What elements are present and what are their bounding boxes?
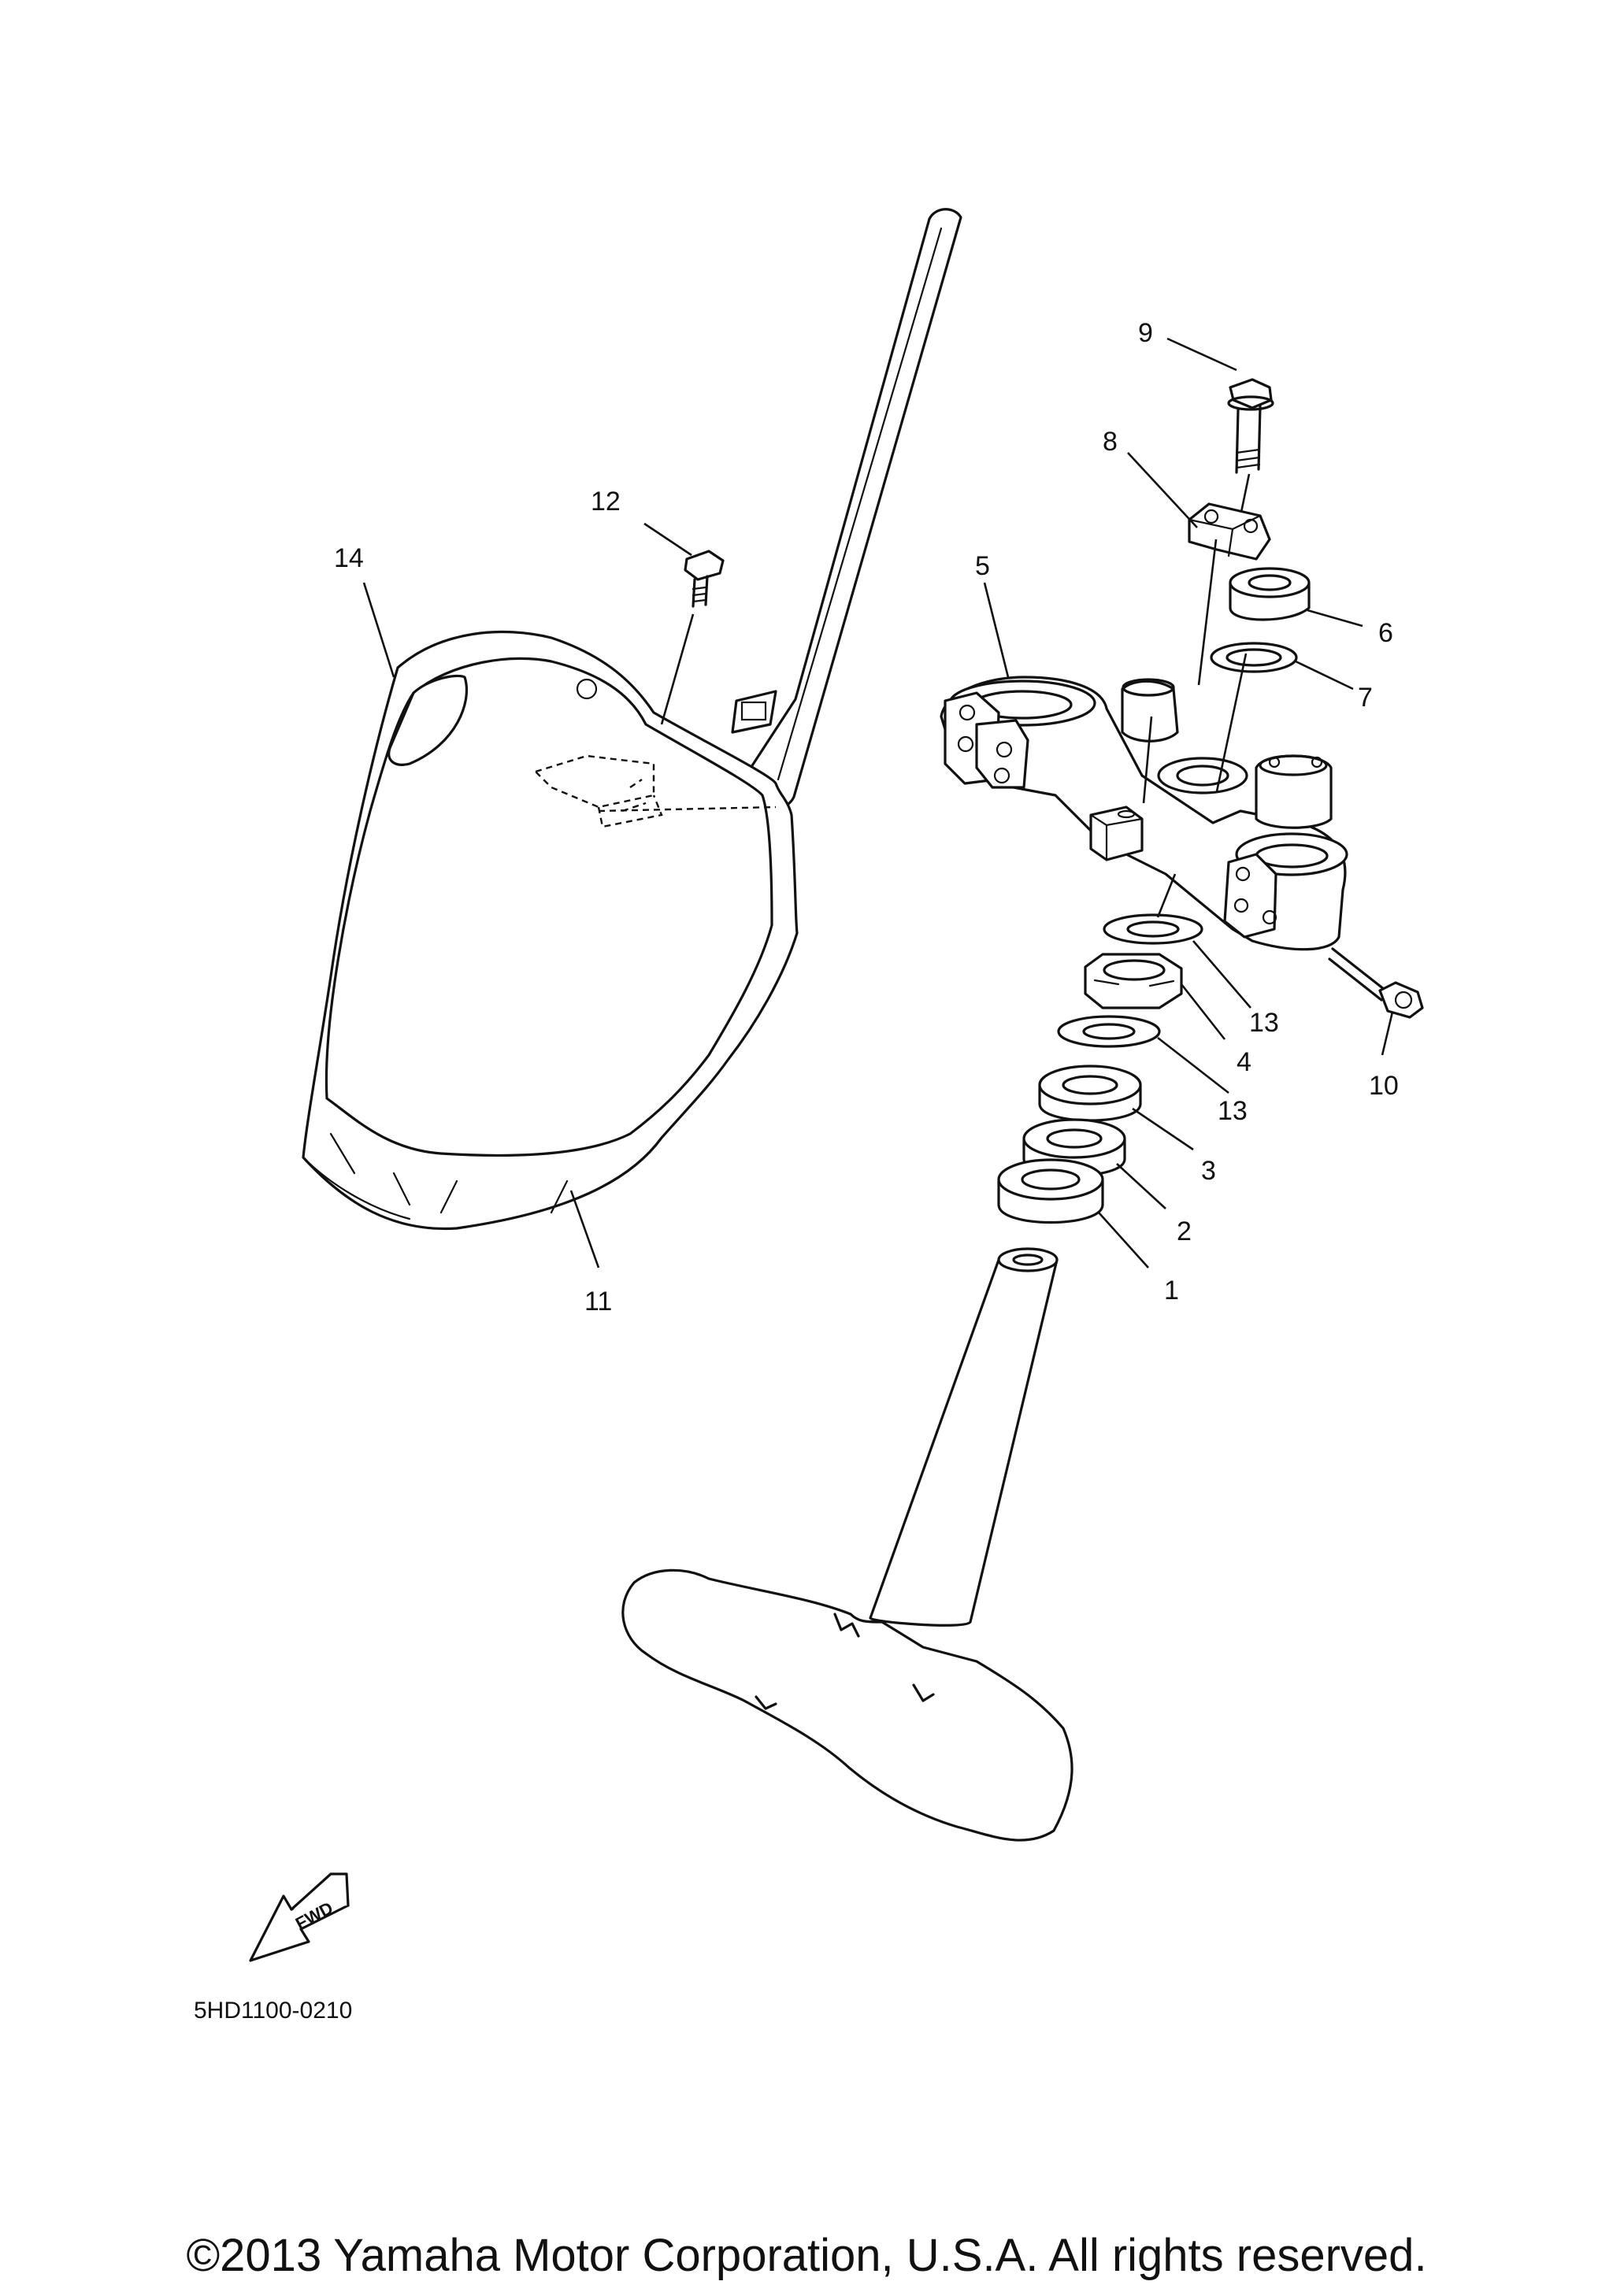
- callout-8: 8: [1103, 427, 1118, 457]
- callout-3: 3: [1201, 1156, 1216, 1186]
- clamp-cap-8: [1188, 502, 1271, 561]
- bolt-10: [1328, 947, 1424, 1019]
- copyright-notice: ©2013 Yamaha Motor Corporation, U.S.A. A…: [186, 2230, 1427, 2281]
- callout-6: 6: [1378, 618, 1393, 648]
- washer-7: [1210, 642, 1298, 673]
- callout-4: 4: [1237, 1047, 1251, 1077]
- callout-13-upper: 13: [1249, 1008, 1279, 1038]
- washer-13-lower: [1057, 1015, 1161, 1048]
- callout-labels: 1 2 3 4 5 6 7 8 9 10 11 12 13 13 14: [334, 318, 1399, 1316]
- callout-12: 12: [591, 487, 621, 517]
- bolt-9: [1227, 378, 1274, 520]
- callout-14: 14: [334, 543, 364, 573]
- callout-13-lower: 13: [1218, 1096, 1248, 1126]
- washer-13-upper: [1103, 913, 1203, 945]
- collar-6: [1229, 567, 1311, 621]
- diagram-code: 5HD1100-0210: [194, 1998, 352, 2024]
- bolt-12: [684, 550, 725, 608]
- upper-bracket: [940, 676, 1348, 951]
- forward-arrow-icon: FWD: [249, 1872, 350, 1962]
- callout-11: 11: [584, 1287, 612, 1316]
- callout-1: 1: [1164, 1276, 1179, 1305]
- ring-nut-4: [1084, 953, 1183, 1009]
- callout-9: 9: [1138, 318, 1153, 348]
- leader-lines: [362, 337, 1394, 1268]
- callout-2: 2: [1177, 1217, 1192, 1246]
- bearing-cover-3: [1038, 1065, 1142, 1122]
- callout-10: 10: [1369, 1071, 1399, 1101]
- seal-1: [997, 1158, 1104, 1224]
- number-plate: [302, 208, 962, 1231]
- steering-stem: [621, 1247, 1073, 1842]
- callout-5: 5: [975, 551, 990, 581]
- callout-7: 7: [1358, 683, 1373, 713]
